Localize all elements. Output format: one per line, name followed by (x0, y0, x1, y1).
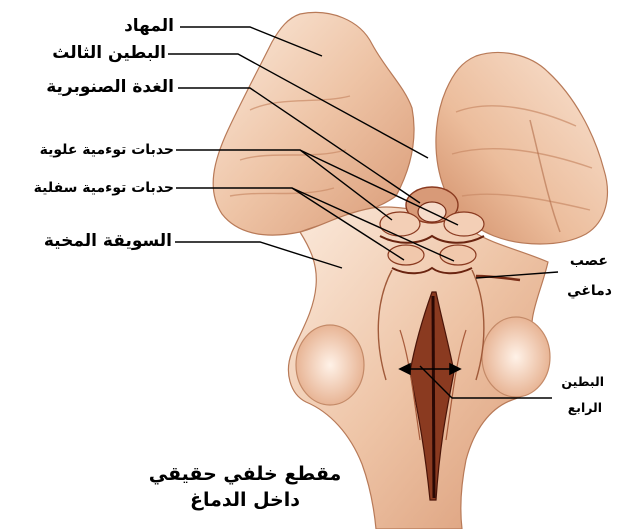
superior-colliculus-right (444, 212, 484, 236)
label-superior-colliculi: حدبات توءمية علوية (40, 143, 174, 157)
left-lateral-bulge (296, 325, 364, 405)
label-cerebral-peduncle: السويقة المخية (44, 233, 172, 250)
label-thalamus: المهاد (124, 18, 174, 35)
label-cranial-nerve-line2: دماغي (567, 284, 612, 298)
label-fourth-ventricle-line2: الرابع (568, 402, 602, 415)
label-inferior-colliculi: حدبات توءمية سفلية (34, 181, 174, 195)
label-fourth-ventricle-line1: البطين (561, 376, 604, 389)
label-third-ventricle: البطين الثالث (52, 45, 166, 62)
label-cranial-nerve-line1: عصب (570, 254, 608, 268)
inferior-colliculus-right (440, 245, 476, 265)
inferior-colliculus-left (388, 245, 424, 265)
figure-caption: مقطع خلفي حقيقي داخل الدماغ (120, 462, 370, 513)
caption-line-1: مقطع خلفي حقيقي (120, 462, 370, 488)
label-pineal-gland: الغدة الصنوبرية (46, 79, 174, 96)
caption-line-2: داخل الدماغ (120, 488, 370, 514)
right-lateral-bulge (482, 317, 550, 397)
